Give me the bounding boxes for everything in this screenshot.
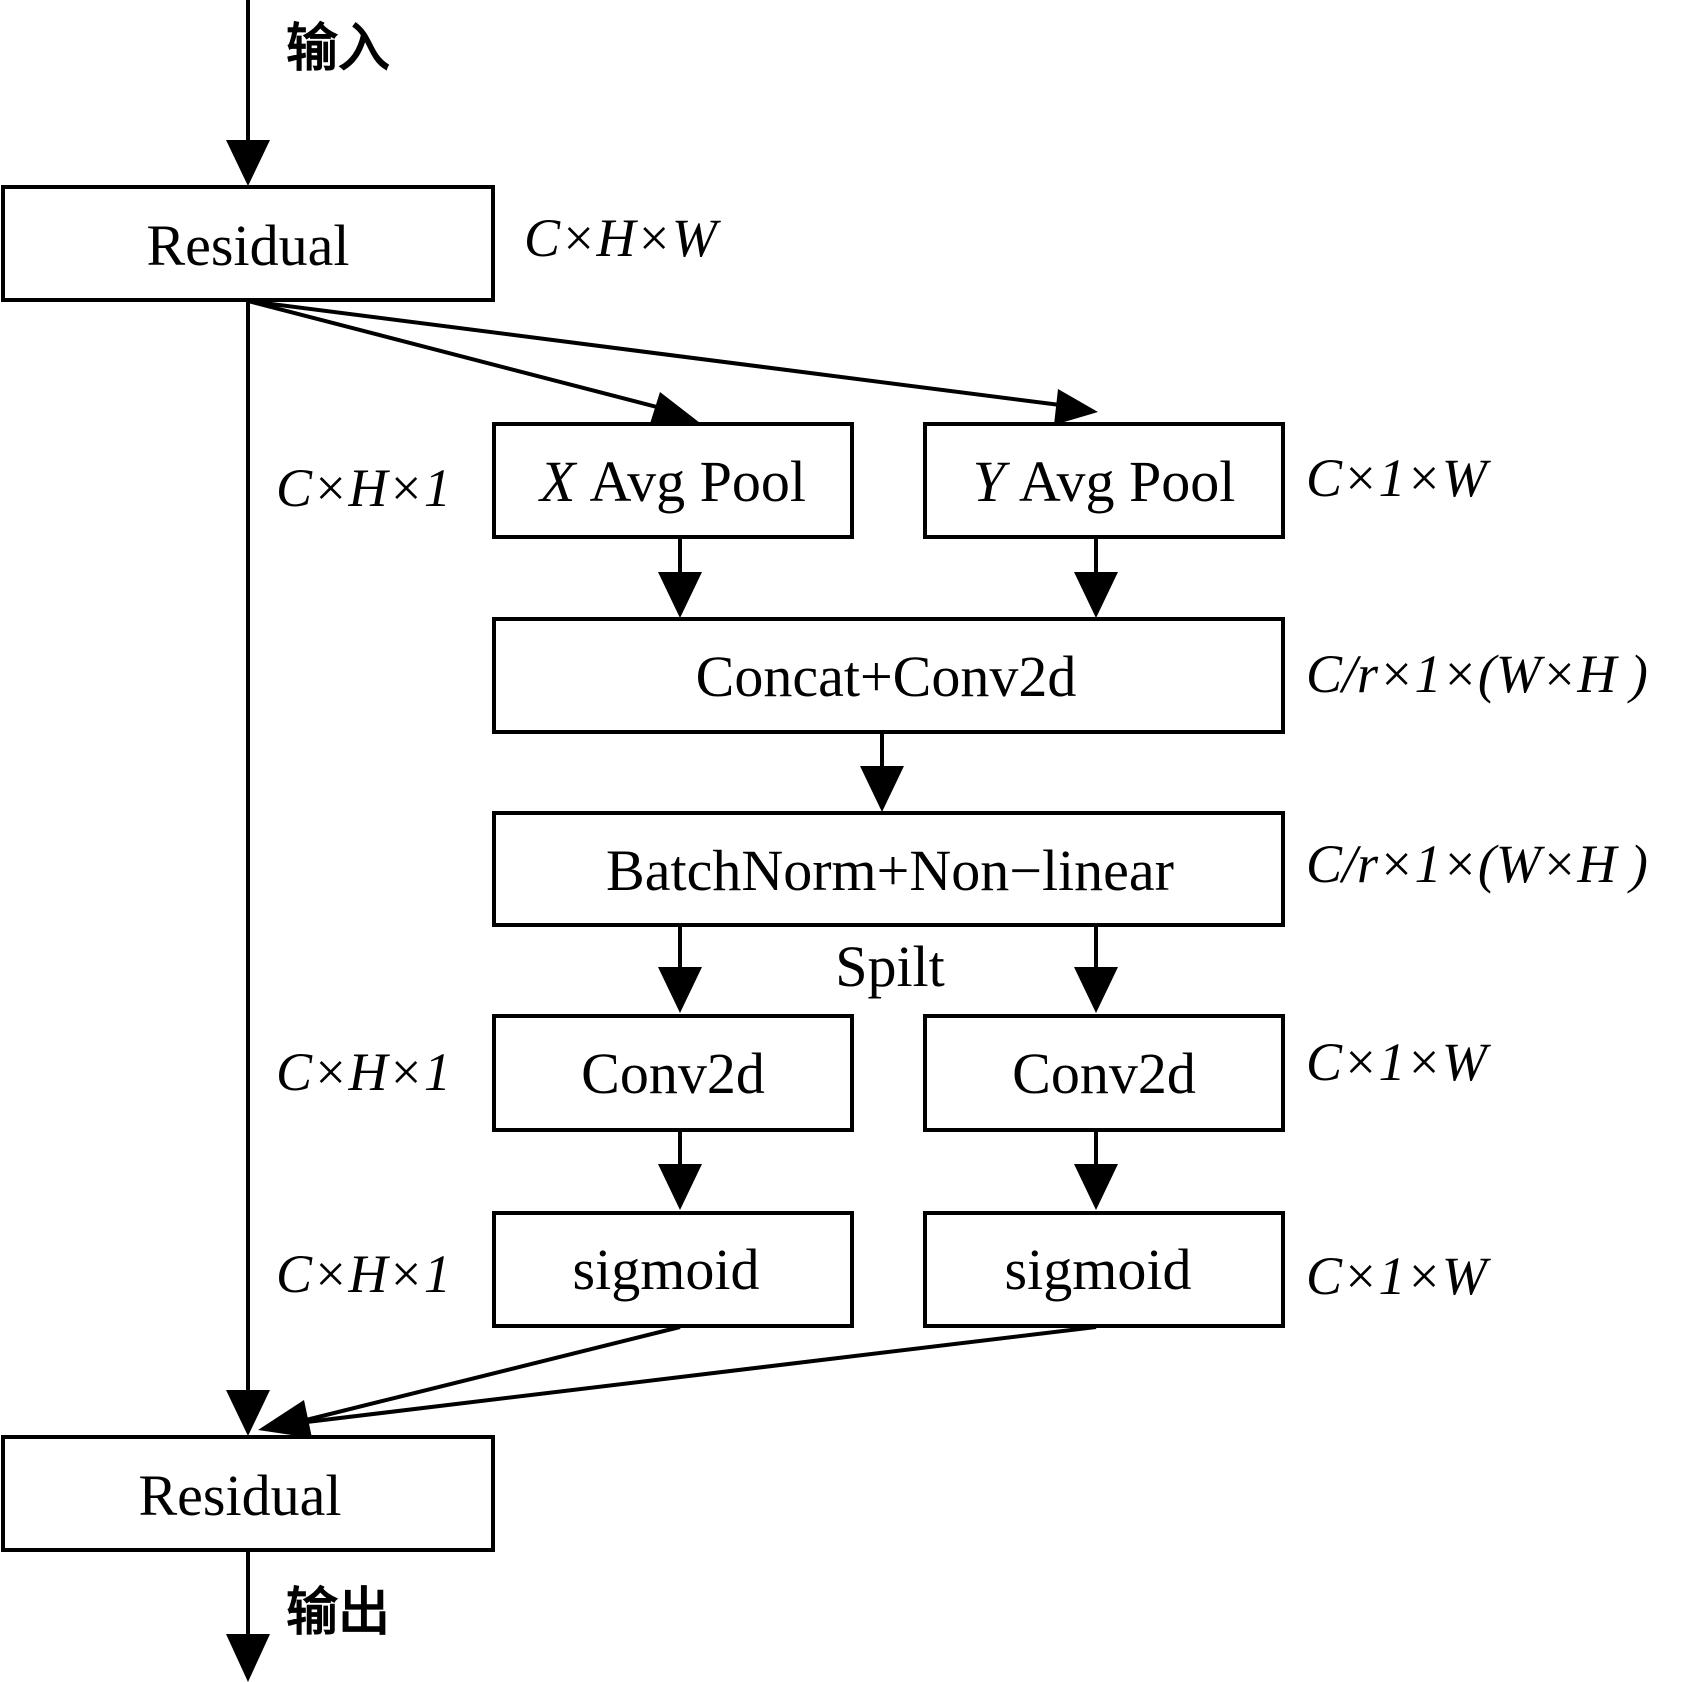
y-variable: Y	[973, 449, 1011, 514]
arrow-y-pool-to-concat-head	[1074, 572, 1118, 618]
arrow-concat-to-bn-head	[860, 766, 904, 812]
arrow-conv-right-to-sigmoid-head	[1074, 1164, 1118, 1210]
residual-top-label: Residual	[147, 213, 350, 278]
dim-residual-top: C×H×W	[524, 208, 722, 268]
dim-concat: C/r×1×(W×H )	[1306, 644, 1648, 704]
dim-batchnorm: C/r×1×(W×H )	[1306, 834, 1648, 894]
dim-conv-right: C×1×W	[1306, 1032, 1492, 1092]
conv2d-left-box: Conv2d	[492, 1014, 854, 1132]
arrow-residual-skip-head	[226, 1390, 270, 1436]
conv2d-right-label: Conv2d	[1012, 1041, 1196, 1106]
conv2d-right-box: Conv2d	[923, 1014, 1285, 1132]
arrow-sigmoid-right-to-residual-shaft	[289, 1325, 1097, 1426]
residual-bottom-label: Residual	[139, 1463, 342, 1528]
residual-bottom-box: Residual	[1, 1435, 495, 1552]
concat-conv2d-label: Concat+Conv2d	[696, 644, 1077, 709]
arrow-to-y-pool-shaft	[247, 299, 1069, 408]
sigmoid-left-label: sigmoid	[573, 1237, 760, 1302]
dim-y-pool: C×1×W	[1306, 448, 1492, 508]
sigmoid-right-box: sigmoid	[923, 1211, 1285, 1328]
arrow-conv-left-to-sigmoid-head	[658, 1164, 702, 1210]
x-avg-pool-text: Avg Pool	[589, 449, 805, 514]
arrow-sigmoid-left-to-residual-shaft	[289, 1325, 681, 1426]
split-label: Spilt	[835, 934, 945, 999]
input-label: 输入	[286, 19, 390, 79]
arrow-bn-to-conv-left-head	[658, 967, 702, 1013]
arrow-sigmoid-to-residual-head	[258, 1400, 312, 1438]
conv2d-left-label: Conv2d	[581, 1041, 765, 1106]
y-avg-pool-text: Avg Pool	[1019, 449, 1235, 514]
batchnorm-box: BatchNorm+Non−linear	[492, 811, 1285, 927]
arrow-to-y-pool-head	[1054, 389, 1098, 425]
arrow-input-head	[226, 140, 270, 186]
batchnorm-label: BatchNorm+Non−linear	[606, 838, 1174, 903]
dim-conv-left: C×H×1	[276, 1042, 451, 1102]
arrow-to-x-pool-shaft	[247, 299, 681, 415]
concat-conv2d-box: Concat+Conv2d	[492, 617, 1285, 734]
arrow-to-x-pool-head	[648, 392, 700, 430]
x-variable: X	[538, 449, 578, 514]
output-label: 输出	[286, 1583, 390, 1643]
dim-sigmoid-right: C×1×W	[1306, 1246, 1492, 1306]
arrow-output-head	[226, 1634, 270, 1682]
arrow-bn-to-conv-right-head	[1074, 967, 1118, 1013]
sigmoid-left-box: sigmoid	[492, 1211, 854, 1328]
sigmoid-right-label: sigmoid	[1005, 1237, 1192, 1302]
residual-top-box: Residual	[1, 185, 495, 302]
dim-sigmoid-left: C×H×1	[276, 1244, 451, 1304]
arrow-x-pool-to-concat-head	[658, 572, 702, 618]
dim-x-pool: C×H×1	[276, 458, 451, 518]
